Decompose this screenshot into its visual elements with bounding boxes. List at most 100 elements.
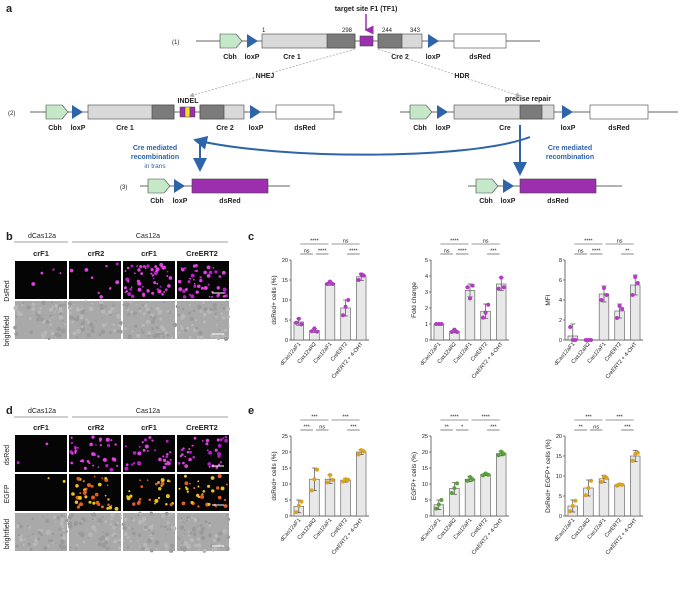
y-tick-label: 2: [425, 306, 428, 312]
data-point: [568, 509, 573, 514]
svg-text:Cre 2: Cre 2: [391, 54, 409, 61]
data-point: [325, 480, 330, 485]
data-point: [568, 325, 573, 329]
row1-number: (1): [172, 40, 179, 46]
svg-text:b: b: [6, 231, 13, 243]
nhej-label: NHEJ: [256, 73, 275, 80]
data-point: [465, 285, 470, 290]
data-point: [455, 481, 459, 486]
data-point: [452, 327, 457, 332]
data-point: [330, 282, 335, 286]
brightfield-image-tile: [67, 512, 123, 551]
svg-text:Cre mediated: Cre mediated: [548, 145, 592, 152]
y-tick-label: 25: [422, 434, 428, 440]
y-tick-label: 0: [559, 338, 562, 344]
data-point: [356, 452, 361, 457]
svg-text:Cre 1: Cre 1: [116, 125, 134, 132]
panel-c-letter: c: [248, 231, 254, 243]
y-tick-label: 10: [556, 474, 562, 480]
data-point: [573, 338, 578, 342]
y-tick-label: 5: [425, 498, 428, 504]
data-point: [309, 488, 314, 493]
svg-text:precise repair: precise repair: [505, 96, 551, 103]
hdr-label: HDR: [454, 73, 469, 80]
data-point: [499, 449, 504, 454]
significance-label: ****: [310, 239, 319, 245]
svg-text:crF1: crF1: [33, 249, 49, 258]
panel-d-images: d dCas12a Cas12a crF1 crR2 crF1 CreERT2 …: [4, 405, 231, 554]
svg-text:Cre: Cre: [499, 125, 511, 132]
dsred-image-tile: [69, 435, 121, 472]
significance-label: ***: [490, 249, 497, 255]
significance-label: ***: [342, 415, 349, 421]
data-point: [439, 498, 444, 502]
bar: [480, 474, 491, 517]
dsred-image-tile: [15, 261, 67, 299]
bar: [598, 478, 610, 517]
panel-a-schematic: a target site F1 (TF1) (1) 1 298 244 343…: [6, 3, 678, 205]
y-tick-label: 20: [282, 450, 288, 456]
significance-label: ns: [343, 239, 349, 245]
data-point: [439, 322, 444, 326]
data-point: [604, 293, 609, 297]
svg-text:recombination: recombination: [131, 154, 179, 161]
svg-text:244: 244: [382, 28, 393, 34]
y-axis-label: EGFP+ cells (%): [411, 452, 418, 500]
svg-text:dsRed: dsRed: [547, 198, 568, 205]
svg-text:(3): (3): [120, 185, 127, 191]
data-point: [499, 275, 504, 280]
svg-text:dCas12a: dCas12a: [28, 408, 56, 415]
brightfield-image-tile: [14, 513, 69, 551]
y-tick-label: 0: [285, 338, 288, 344]
y-axis-label: Fold change: [411, 282, 418, 318]
brightfield-image-tile: [122, 300, 178, 340]
data-point: [434, 506, 439, 511]
significance-label: ****: [450, 415, 459, 421]
y-tick-label: 6: [559, 278, 562, 284]
svg-text:Cbh: Cbh: [413, 125, 427, 132]
bar: [630, 455, 641, 517]
brightfield-image-tile: [67, 300, 123, 340]
svg-text:in trans: in trans: [144, 163, 166, 170]
data-point: [615, 316, 619, 320]
svg-text:loxP: loxP: [426, 54, 441, 61]
y-tick-label: 0: [559, 514, 562, 520]
significance-label: ns: [617, 239, 623, 245]
significance-label: ****: [481, 415, 490, 421]
svg-text:brightfield: brightfield: [4, 316, 11, 346]
y-tick-label: 0: [425, 514, 428, 520]
data-point: [356, 278, 361, 282]
data-point: [573, 498, 578, 503]
y-axis-label: DsRed+ EGFP+ cells (%): [545, 439, 552, 513]
significance-label: **: [625, 249, 630, 255]
significance-label: ***: [350, 425, 357, 431]
data-point: [330, 477, 335, 482]
svg-text:INDEL: INDEL: [178, 98, 200, 105]
cbh-promoter-arrow: [219, 33, 243, 49]
significance-label: ns: [593, 425, 599, 431]
svg-text:dsRed: dsRed: [469, 54, 490, 61]
y-axis-label: dsRed+ cells (%): [271, 451, 278, 500]
data-point: [346, 298, 351, 302]
data-point: [312, 326, 317, 331]
data-point: [449, 490, 454, 495]
brightfield-image-tile: [177, 513, 231, 554]
y-tick-label: 3: [425, 290, 428, 296]
bar-chart-c-2: 02468MFIdCas12aF1Cas12aR2Cas12aF1CreERT2…: [545, 239, 643, 380]
svg-text:loxP: loxP: [245, 54, 260, 61]
significance-label: ns: [578, 249, 584, 255]
data-point: [449, 330, 454, 334]
dsred-box-left: [191, 178, 269, 194]
data-point: [501, 285, 506, 290]
svg-text:crF1: crF1: [141, 249, 157, 258]
data-point: [635, 450, 640, 455]
significance-label: ***: [624, 425, 631, 431]
data-point: [470, 283, 475, 288]
significance-label: ***: [311, 415, 318, 421]
y-axis-label: dsRed+ cells (%): [271, 275, 278, 324]
data-point: [589, 338, 593, 342]
significance-label: ***: [585, 415, 592, 421]
significance-label: ***: [616, 415, 623, 421]
